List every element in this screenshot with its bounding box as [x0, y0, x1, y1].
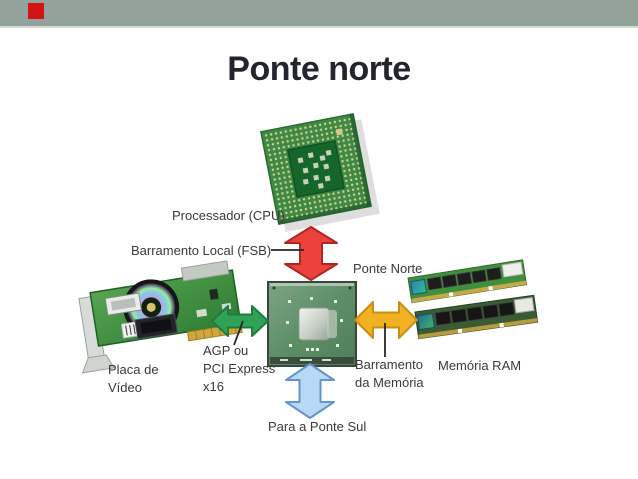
fsb-label: Barramento Local (FSB): [131, 243, 272, 258]
north-bridge-label: Ponte Norte: [353, 261, 423, 276]
accent-square: [28, 3, 44, 19]
ram-image: [407, 259, 539, 340]
agp-label-line1: AGP ou: [203, 343, 249, 358]
video-card-image: [78, 260, 243, 374]
slide-title: Ponte norte: [227, 50, 411, 88]
south-bridge-label: Para a Ponte Sul: [268, 419, 367, 434]
agp-leader-line: [233, 320, 244, 346]
fsb-arrow: [284, 226, 338, 281]
memory-bus-label: Barramento da Memória: [355, 356, 424, 392]
memory-bus-label-line1: Barramento: [355, 357, 423, 372]
agp-label: AGP ou PCI Express x16: [203, 342, 275, 396]
agp-arrow: [211, 305, 269, 337]
video-card-label: Placa de Vídeo: [108, 361, 159, 397]
video-card-label-line2: Vídeo: [108, 380, 142, 395]
memory-arrow: [354, 301, 418, 339]
agp-label-line2: PCI Express: [203, 361, 276, 376]
memory-bus-label-line2: da Memória: [355, 375, 424, 390]
video-card-label-line1: Placa de: [108, 362, 159, 377]
cpu-image: [260, 113, 380, 232]
cpu-label: Processador (CPU): [172, 208, 285, 223]
northbridge-chip: [267, 281, 357, 367]
top-bar: [0, 0, 638, 28]
southbridge-arrow: [285, 363, 335, 419]
agp-label-line3: x16: [203, 379, 224, 394]
ram-label: Memória RAM: [438, 358, 522, 373]
